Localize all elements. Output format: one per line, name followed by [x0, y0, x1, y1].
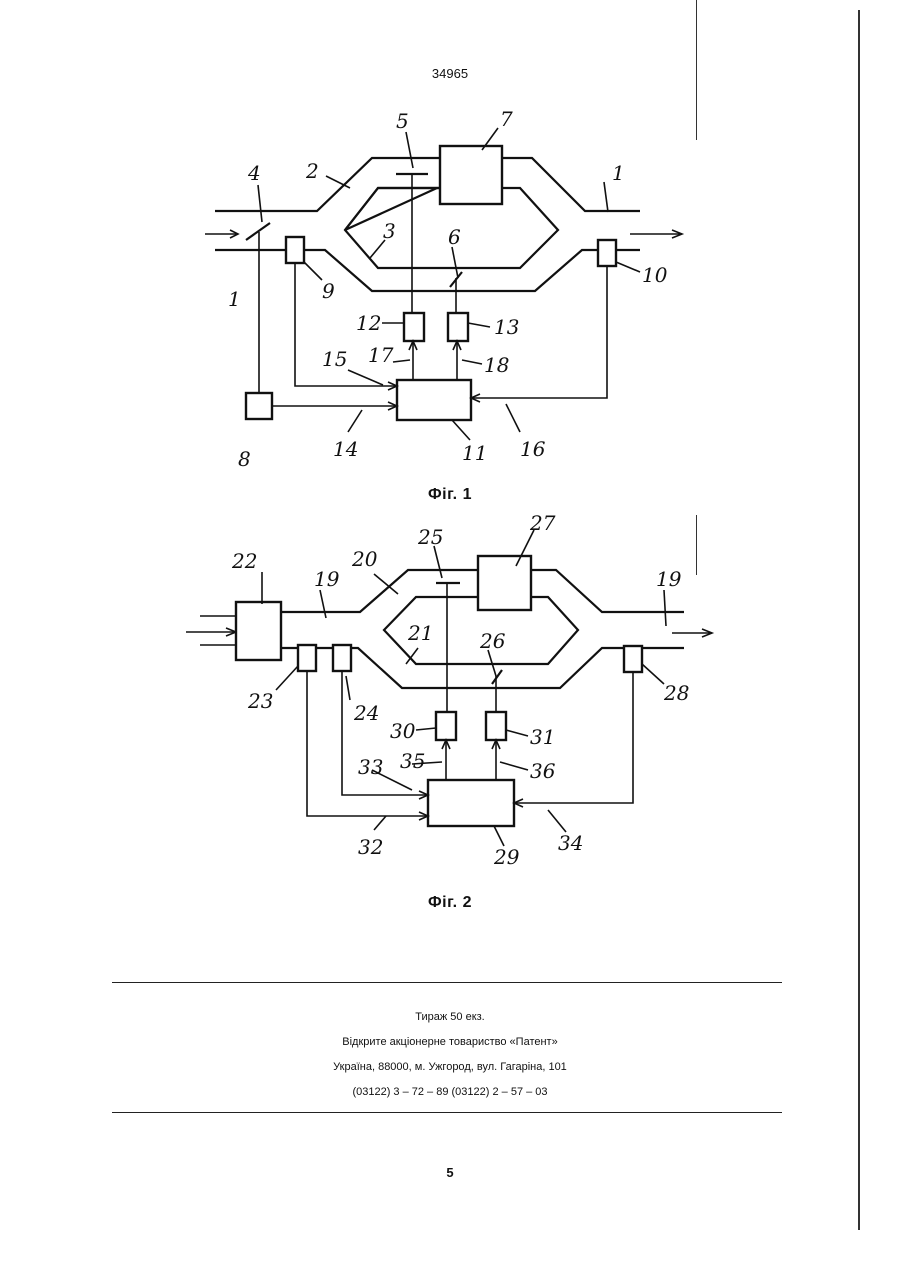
fig2-sensor-28	[624, 646, 642, 672]
fig2-label: 26	[479, 629, 506, 653]
fig1-label: 3	[383, 219, 396, 243]
figure-1-caption: Фіг. 1	[380, 486, 520, 504]
fig2-label: 28	[663, 681, 689, 705]
fig1-sensor-10	[598, 240, 616, 266]
fig1-label: 13	[494, 315, 519, 339]
fig1-label: 17	[368, 343, 394, 367]
patent-number: 34965	[400, 66, 500, 81]
fig1-label: 2	[305, 159, 319, 183]
fig1-label: 16	[520, 437, 546, 461]
fig2-label: 29	[493, 845, 520, 869]
fig1-label: 18	[484, 353, 509, 377]
imprint-block: Тираж 50 екз. Відкрите акціонерне товари…	[200, 1005, 700, 1105]
fig2-label: 21	[407, 621, 433, 645]
figure-1-diagram: 1 1 2 3 4 5 6 7 8 9 10 11 12 13 14 15 16…	[180, 100, 700, 480]
scan-edge-line	[696, 0, 697, 140]
fig2-label: 36	[530, 759, 556, 783]
fig2-label: 32	[358, 835, 383, 859]
fig2-block-27	[478, 556, 531, 610]
fig1-label: 10	[642, 263, 668, 287]
fig1-label: 14	[333, 437, 358, 461]
fig2-actuator-30	[436, 712, 456, 740]
fig1-block-8	[246, 393, 272, 419]
fig1-label: 9	[322, 279, 335, 303]
fig2-label: 34	[558, 831, 583, 855]
fig2-block-22	[236, 602, 281, 660]
fig1-label: 15	[322, 347, 347, 371]
fig1-label: 8	[238, 447, 251, 471]
imprint-publisher: Відкрите акціонерне товариство «Патент»	[200, 1030, 700, 1055]
imprint-bottom-rule	[112, 1112, 782, 1113]
fig2-label: 27	[529, 511, 556, 535]
fig1-label: 1	[228, 287, 241, 311]
fig2-controller-29	[428, 780, 514, 826]
fig1-label: 1	[612, 161, 625, 185]
page-number: 5	[430, 1165, 470, 1180]
fig2-actuator-31	[486, 712, 506, 740]
fig1-actuator-12	[404, 313, 424, 341]
fig2-label: 24	[353, 701, 379, 725]
fig2-label: 19	[656, 567, 682, 591]
fig2-sensor-24	[333, 645, 351, 671]
imprint-top-rule	[112, 982, 782, 983]
scan-edge-line	[696, 515, 697, 575]
fig1-label: 6	[448, 225, 461, 249]
fig2-label: 30	[390, 719, 416, 743]
scan-edge-line	[858, 10, 860, 1230]
fig2-label: 35	[400, 749, 425, 773]
fig2-sensor-23	[298, 645, 316, 671]
fig1-label: 11	[462, 441, 487, 465]
fig1-actuator-13	[448, 313, 468, 341]
fig1-label: 4	[247, 161, 261, 185]
fig2-valve-26	[492, 670, 502, 684]
figure-2-caption: Фіг. 2	[380, 894, 520, 912]
fig2-label: 19	[314, 567, 340, 591]
figure-2-diagram: 19 19 20 21 22 23 24 25 26 27 28 29 30 3…	[180, 505, 720, 880]
fig1-controller-11	[397, 380, 471, 420]
fig1-label: 5	[396, 109, 409, 133]
fig2-label: 20	[351, 547, 378, 571]
fig1-block-7	[440, 146, 502, 204]
fig2-label: 22	[231, 549, 257, 573]
imprint-circulation: Тираж 50 екз.	[200, 1005, 700, 1030]
fig2-label: 25	[417, 525, 443, 549]
imprint-address: Україна, 88000, м. Ужгород, вул. Гагарін…	[200, 1055, 700, 1080]
fig2-label: 31	[530, 725, 555, 749]
fig1-label: 12	[356, 311, 381, 335]
fig2-label: 23	[247, 689, 273, 713]
fig1-label: 7	[500, 107, 513, 131]
fig2-label: 33	[358, 755, 383, 779]
fig1-sensor-9	[286, 237, 304, 263]
fig1-valve-4	[246, 223, 270, 240]
imprint-phones: (03122) 3 – 72 – 89 (03122) 2 – 57 – 03	[200, 1080, 700, 1105]
